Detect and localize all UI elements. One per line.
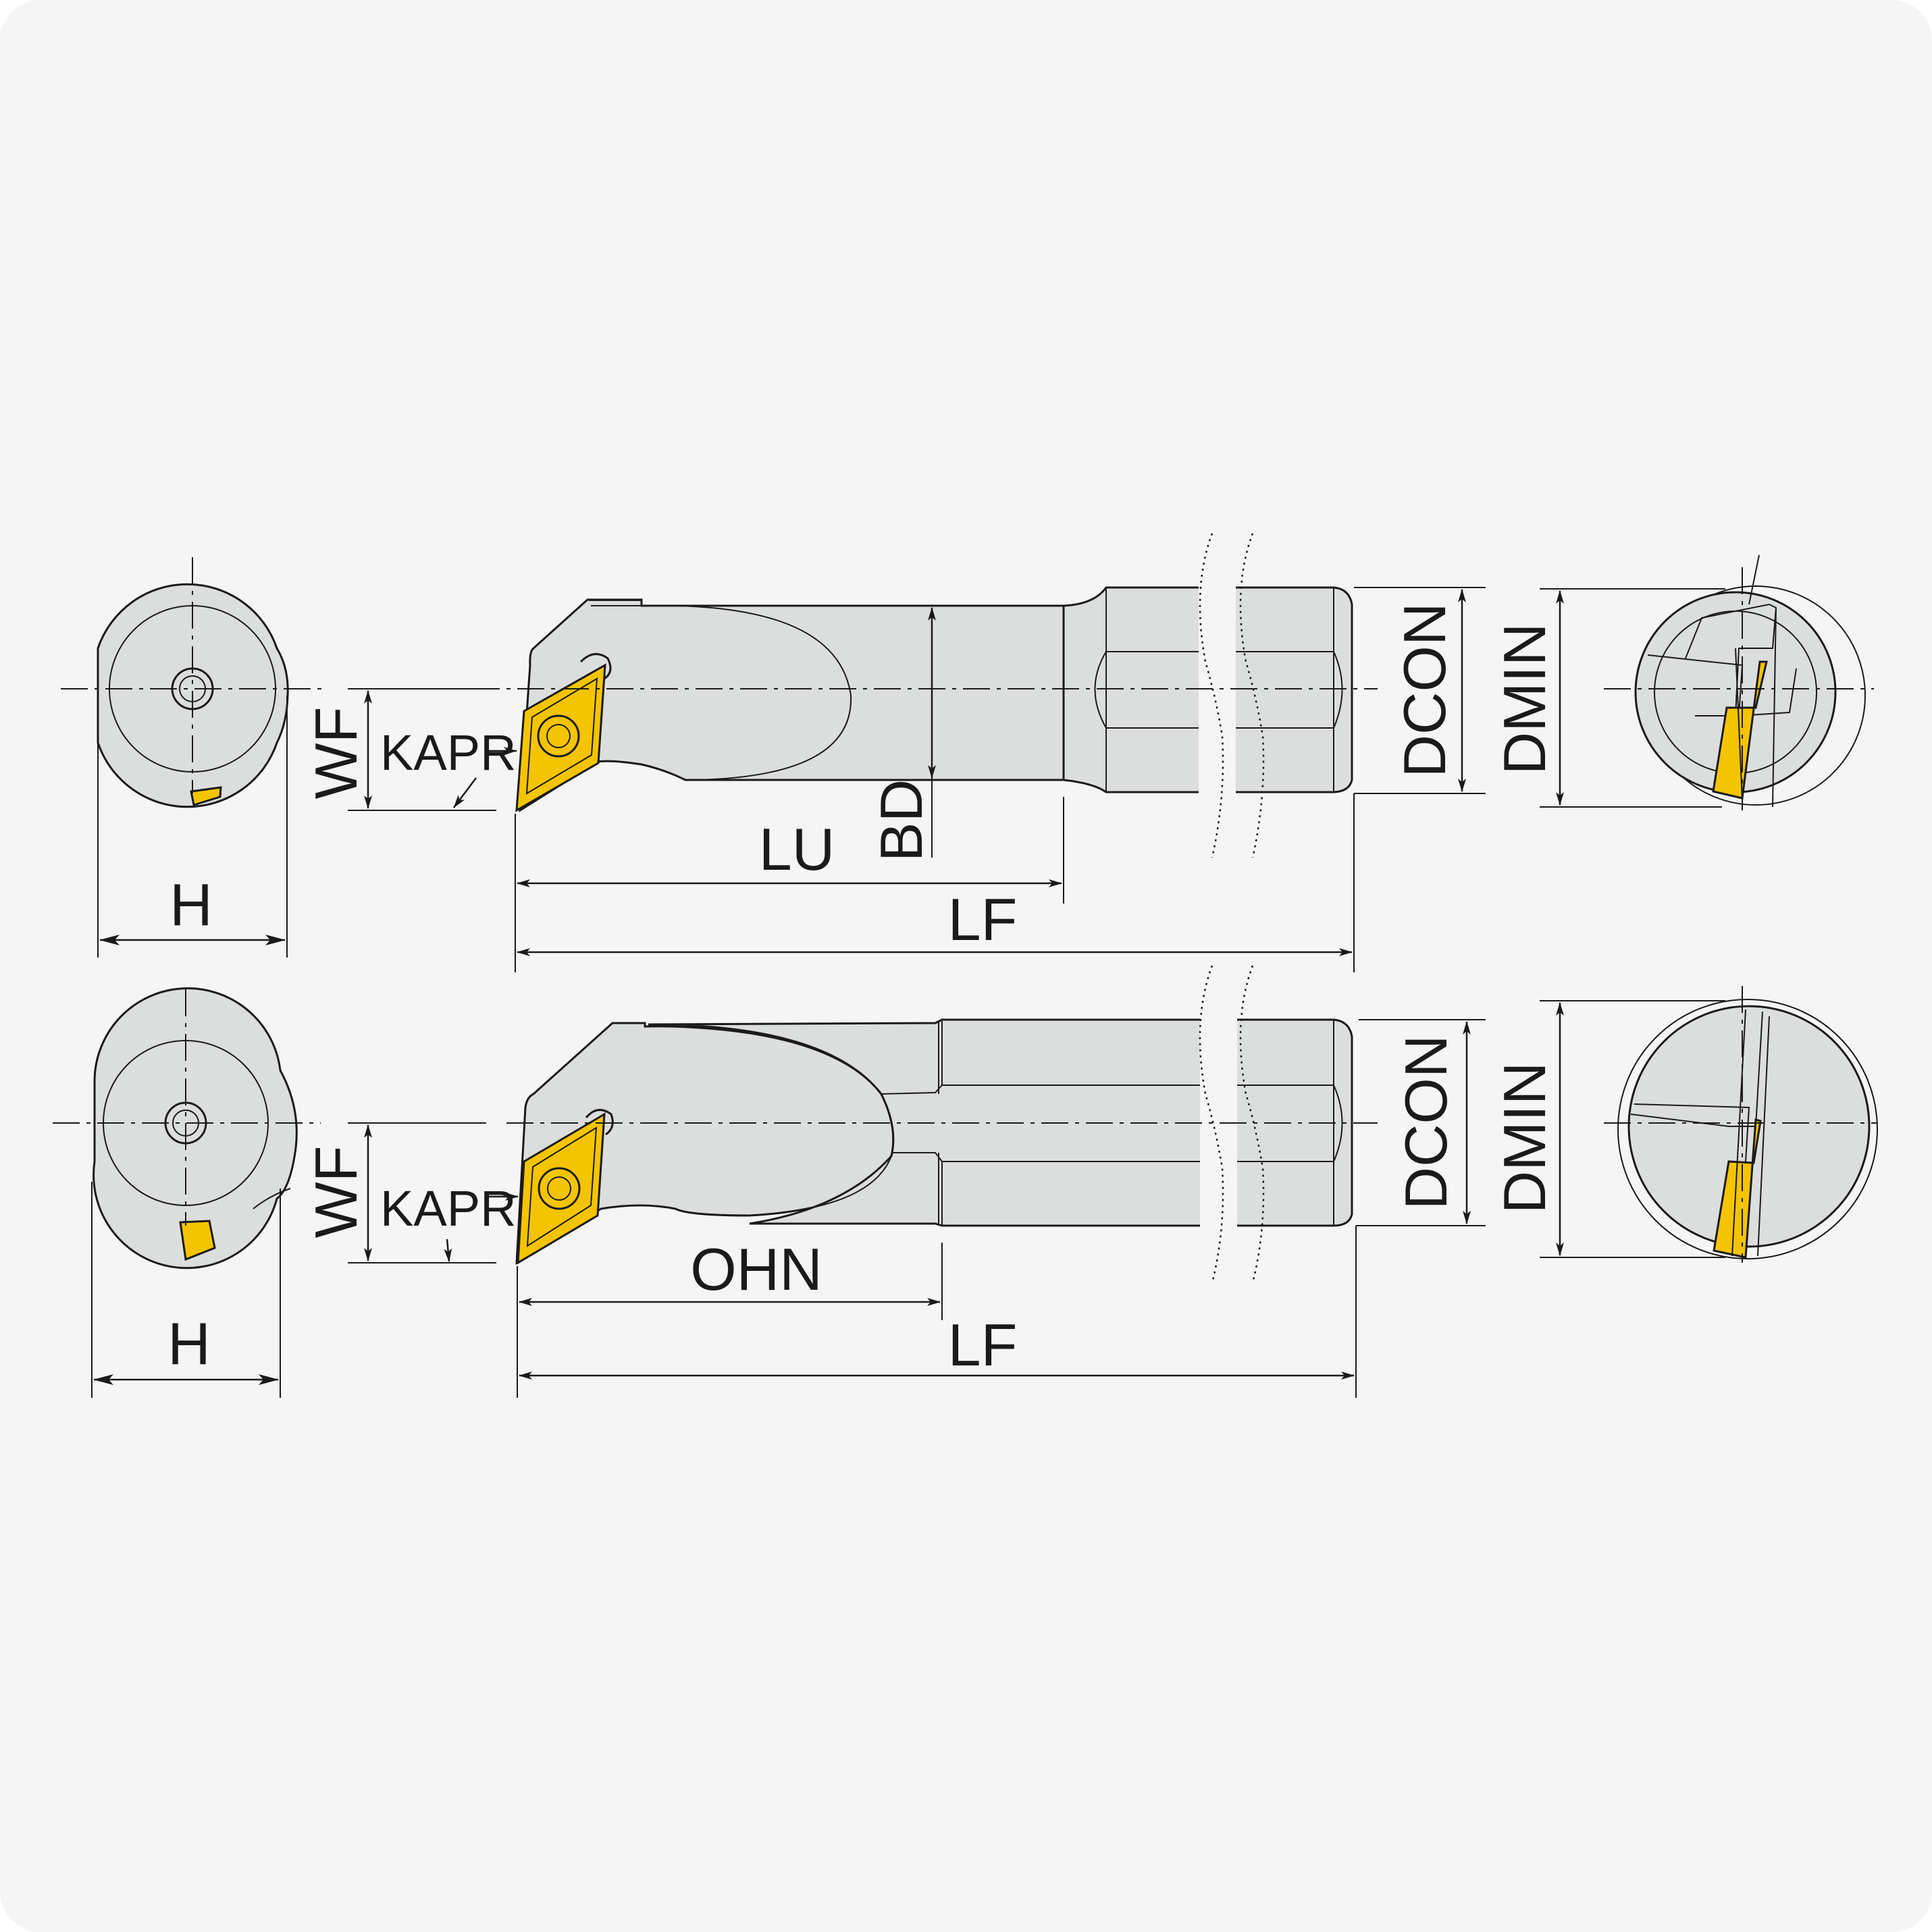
bottom-end-insert	[179, 1220, 216, 1261]
bottom-dcon-dmin: DCON DMIN	[1359, 1000, 1725, 1258]
top-insert	[515, 663, 606, 812]
bottom-right-insert	[1713, 1118, 1762, 1259]
top-h-label: H	[169, 871, 213, 938]
top-kapr-label: KAPR	[380, 725, 517, 781]
bottom-assembly: H	[53, 962, 1878, 1398]
bottom-insert	[517, 1112, 606, 1265]
bottom-dmin-label: DMIN	[1491, 1062, 1558, 1214]
bottom-dcon-label: DCON	[1392, 1035, 1459, 1209]
top-dcon-dmin: DCON DMIN	[1354, 587, 1725, 808]
bottom-lf-label: LF	[948, 1311, 1018, 1378]
top-wf-kapr: WF KAPR	[303, 688, 517, 811]
bottom-ohn-lf: OHN LF	[517, 1225, 1486, 1398]
top-bar-side-view	[473, 527, 1378, 864]
top-end-insert	[190, 786, 222, 806]
top-right-insert	[1712, 660, 1768, 800]
bottom-h-label: H	[167, 1310, 211, 1377]
bottom-right-end-view	[1604, 986, 1878, 1263]
top-lu-label: LU	[759, 816, 835, 883]
bottom-ohn-label: OHN	[690, 1236, 823, 1303]
bottom-kapr-label: KAPR	[380, 1180, 517, 1236]
top-lf-label: LF	[948, 886, 1018, 953]
bottom-bar-side-view	[506, 962, 1378, 1286]
top-right-end-view	[1604, 554, 1874, 810]
bottom-left-end-view: H	[53, 987, 321, 1398]
top-assembly: H	[61, 527, 1874, 972]
top-left-end-view: H	[61, 557, 324, 958]
top-dcon-label: DCON	[1391, 602, 1458, 777]
top-dmin-label: DMIN	[1491, 623, 1558, 775]
top-bd: BD	[868, 607, 936, 862]
bottom-wf-kapr: WF KAPR	[303, 1122, 519, 1263]
top-lu-lf: LU LF	[515, 793, 1486, 972]
top-wf-label: WF	[303, 707, 369, 800]
top-bd-label: BD	[868, 779, 935, 862]
bottom-wf-label: WF	[303, 1146, 369, 1238]
